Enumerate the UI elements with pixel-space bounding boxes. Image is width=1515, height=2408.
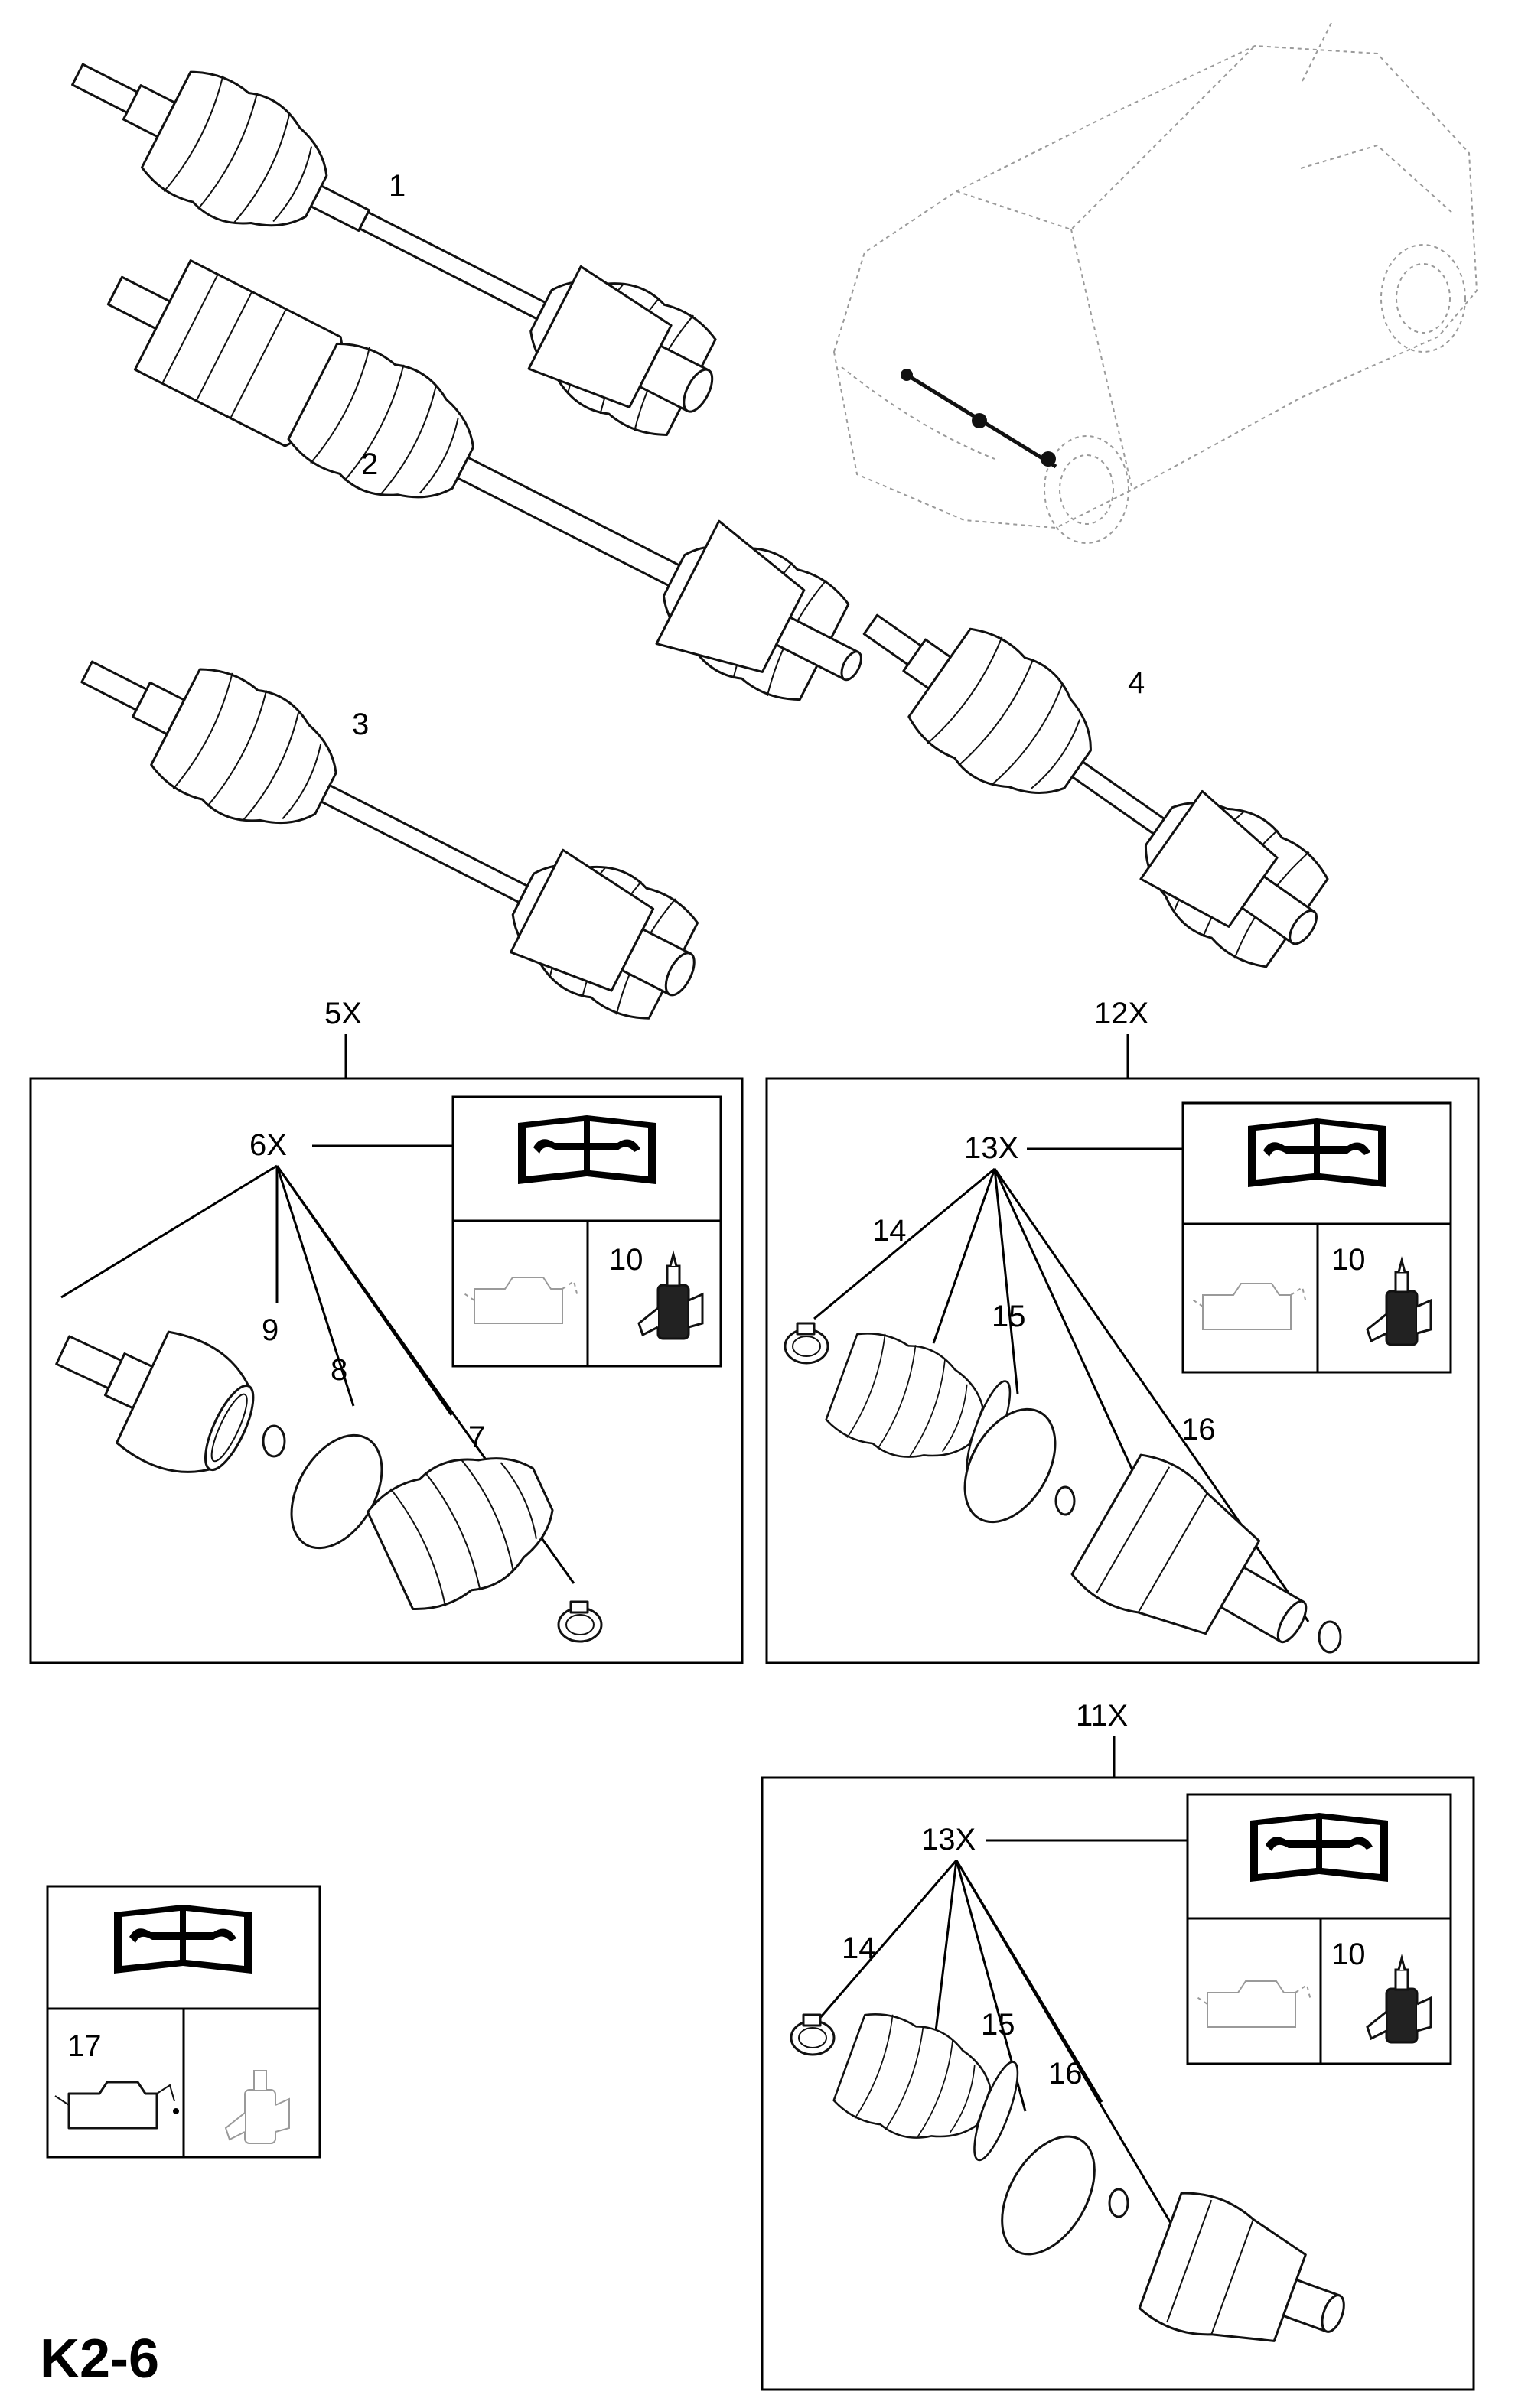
callout-5x: 5X — [324, 997, 362, 1030]
callout-16: 16 — [1048, 2057, 1083, 2091]
repair-manual-icon — [518, 1115, 656, 1184]
callout-16: 16 — [1181, 1413, 1216, 1446]
inner-cv-joint-11x — [1138, 2192, 1345, 2342]
callout-13x: 13X — [921, 1823, 976, 1856]
callout-8: 8 — [331, 1353, 347, 1387]
callout-14: 14 — [842, 1931, 876, 1965]
callout-10: 10 — [1331, 1243, 1366, 1277]
drive-shaft-4 — [862, 613, 1336, 978]
vehicle-location-illustration — [832, 22, 1478, 544]
inner-cv-joint-12x — [1070, 1453, 1308, 1644]
circlip-9 — [262, 1424, 286, 1458]
callout-9: 9 — [262, 1313, 279, 1347]
drive-shaft-2 — [106, 259, 862, 711]
callout-11x: 11X — [1076, 1699, 1128, 1733]
drive-shaft-3 — [80, 657, 705, 1030]
boot-13x — [829, 2004, 1019, 2162]
service-legend-12x: 10 — [1181, 1101, 1452, 1374]
callout-10: 10 — [609, 1243, 643, 1277]
service-legend-11x: 10 — [1186, 1793, 1452, 2065]
callout-10: 10 — [1331, 1938, 1366, 1971]
outer-cv-joint-5x — [55, 1330, 255, 1473]
callout-6x: 6X — [249, 1128, 287, 1162]
callout-15: 15 — [981, 2008, 1015, 2042]
callout-17: 17 — [67, 2029, 102, 2063]
drive-shaft-1 — [71, 60, 722, 447]
service-legend-17: 17 — [46, 1885, 321, 2159]
repair-manual-icon — [1250, 1813, 1388, 1882]
page-id: K2-6 — [40, 2328, 159, 2390]
callout-7: 7 — [468, 1420, 485, 1454]
callout-4: 4 — [1128, 666, 1145, 700]
clamp-15 — [963, 1407, 1057, 1524]
circlip-15 — [1054, 1485, 1076, 1516]
circlip-16 — [1108, 2188, 1129, 2218]
repair-manual-icon — [1248, 1118, 1386, 1187]
callout-13x: 13X — [964, 1131, 1018, 1165]
callout-14: 14 — [872, 1214, 907, 1248]
clamp-15 — [1001, 2135, 1096, 2256]
circlip-16 — [1318, 1620, 1342, 1654]
callout-15: 15 — [992, 1300, 1026, 1333]
callout-2: 2 — [361, 447, 378, 481]
callout-12x: 12X — [1094, 997, 1148, 1030]
callout-3: 3 — [352, 708, 369, 741]
repair-manual-icon — [114, 1905, 252, 1974]
service-legend-5x: 10 — [451, 1095, 722, 1368]
callout-1: 1 — [389, 169, 406, 203]
